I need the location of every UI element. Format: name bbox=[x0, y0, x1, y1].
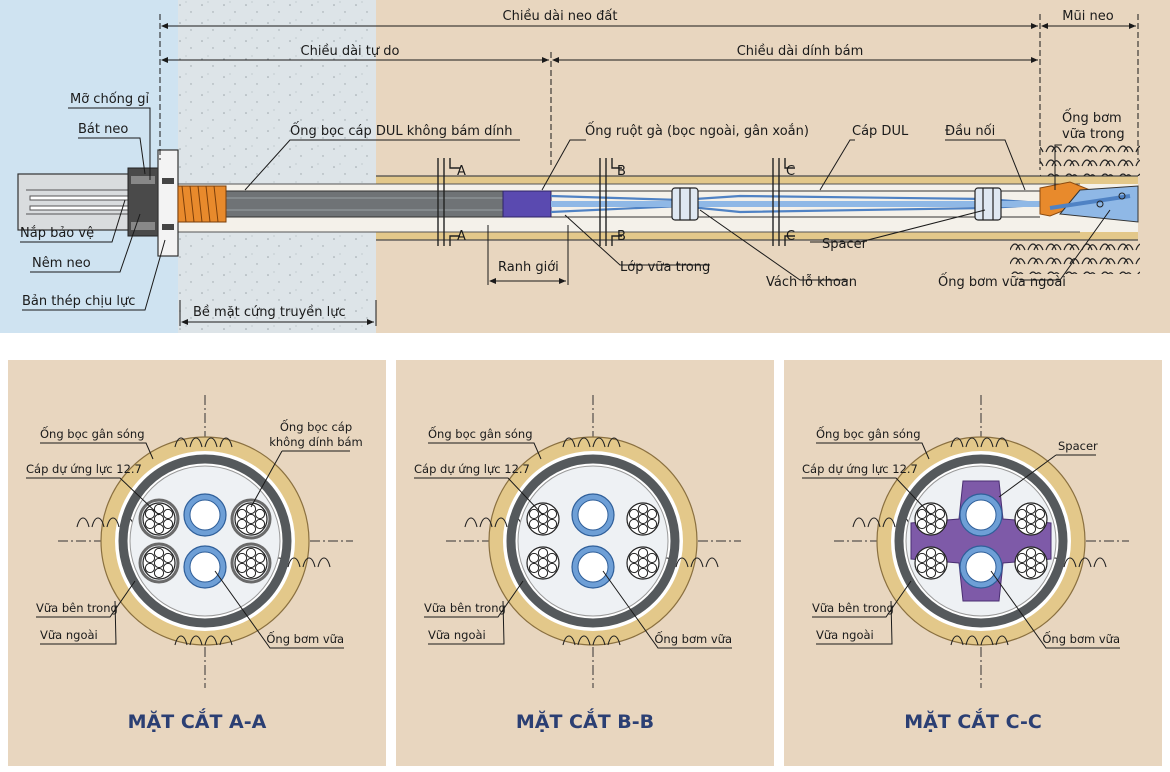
label-boundary: Ranh giới bbox=[498, 260, 559, 275]
label-grout-pipe: Ống bơm vữa bbox=[266, 630, 344, 646]
unbonded-sheath-bar bbox=[177, 190, 504, 218]
strand-sheath bbox=[138, 542, 180, 584]
label-sheath-1: Ống bọc cáp bbox=[280, 418, 352, 434]
section-title: MẶT CẮT C-C bbox=[904, 707, 1042, 733]
tip-label: Mũi neo bbox=[1062, 9, 1113, 24]
section-mark: B bbox=[617, 229, 626, 244]
anchor-head bbox=[17, 149, 227, 257]
bearing-plate bbox=[157, 149, 179, 257]
label-rust-grease: Mỡ chống gỉ bbox=[70, 92, 150, 107]
label-rigid-surface: Bề mặt cứng truyền lực bbox=[193, 305, 346, 320]
label-inner-grout: Vữa bên trong bbox=[36, 601, 118, 615]
label-anchor-plate: Bát neo bbox=[78, 122, 128, 137]
label-spacer: Spacer bbox=[822, 237, 868, 252]
trumpet bbox=[177, 185, 227, 223]
inner-grout bbox=[129, 465, 281, 617]
strand-sheath bbox=[230, 542, 272, 584]
label-dul-cable: Cáp DUL bbox=[852, 124, 909, 139]
bond-length-label: Chiều dài dính bám bbox=[737, 44, 864, 59]
label-outer-grout-pipe: Ống bơm vữa ngoài bbox=[938, 273, 1066, 290]
anchor-length-label: Chiều dài neo đất bbox=[503, 9, 618, 24]
section-title: MẶT CẮT A-A bbox=[128, 707, 267, 733]
air-side-background bbox=[0, 0, 178, 333]
leaders bbox=[20, 107, 1111, 311]
section-cut-lines bbox=[437, 158, 795, 246]
section-mark: B bbox=[617, 164, 626, 179]
label-grout-pipe: Ống bơm vữa bbox=[654, 630, 732, 646]
corrugated-duct-ring bbox=[894, 454, 1068, 628]
label-inner-grout: Vữa bên trong bbox=[812, 601, 894, 615]
section-title: MẶT CẮT B-B bbox=[516, 707, 654, 733]
label-corrugated-duct: Ống bọc gân sóng bbox=[40, 425, 145, 441]
section-mark: A bbox=[457, 164, 466, 179]
spacer-cross bbox=[910, 480, 1052, 602]
label-corrugated-duct: Ống bọc gân sóng bbox=[816, 425, 921, 441]
label-spacer: Spacer bbox=[1058, 439, 1098, 453]
label-grout-pipe: Ống bơm vữa bbox=[1042, 630, 1120, 646]
label-outer-grout: Vữa ngoài bbox=[40, 628, 98, 642]
longitudinal-view: A A B B C C Chiều dài neo đất Mũi neo Ch… bbox=[0, 0, 1170, 333]
strand-sheath bbox=[230, 498, 272, 540]
corrugated-duct-ring bbox=[506, 454, 680, 628]
label-sheath-2: không dính bám bbox=[269, 435, 363, 449]
label-unbonded-sheath: Ống bọc cáp DUL không bám dính bbox=[290, 122, 512, 139]
free-length-label: Chiều dài tự do bbox=[301, 44, 400, 59]
label-corrugated-duct: Ống ruột gà (bọc ngoài, gân xoắn) bbox=[585, 122, 809, 139]
label-wedge: Nêm neo bbox=[32, 256, 91, 271]
label-protective-cap: Nắp bảo vệ bbox=[20, 226, 94, 241]
section-mark: C bbox=[786, 229, 795, 244]
label-strand: Cáp dự ứng lực 12.7 bbox=[414, 462, 530, 476]
label-strand: Cáp dự ứng lực 12.7 bbox=[802, 462, 918, 476]
label-corrugated-duct: Ống bọc gân sóng bbox=[428, 425, 533, 441]
section-mark: A bbox=[457, 229, 466, 244]
label-inner-grout-pipe-1: Ống bơm bbox=[1062, 109, 1122, 126]
spacer-right bbox=[974, 187, 1002, 221]
label-outer-grout: Vữa ngoài bbox=[428, 628, 486, 642]
label-inner-grout: Vữa bên trong bbox=[424, 601, 506, 615]
dimension-lines bbox=[159, 14, 1139, 326]
inner-grout bbox=[517, 465, 669, 617]
bonded-cables bbox=[550, 194, 1041, 214]
strand-sheath bbox=[138, 498, 180, 540]
spacer-left bbox=[671, 187, 699, 221]
label-outer-grout: Vữa ngoài bbox=[816, 628, 874, 642]
section-mark: C bbox=[786, 164, 795, 179]
label-borehole-wall: Vách lỗ khoan bbox=[766, 275, 857, 290]
label-bearing-plate: Bản thép chịu lực bbox=[22, 294, 135, 309]
boundary-block bbox=[502, 190, 552, 218]
label-connector: Đầu nối bbox=[945, 124, 995, 139]
corrugated-duct-ring bbox=[118, 454, 292, 628]
label-inner-grout-layer: Lớp vữa trong bbox=[620, 260, 710, 275]
label-strand: Cáp dự ứng lực 12.7 bbox=[26, 462, 142, 476]
label-inner-grout-pipe-2: vữa trong bbox=[1062, 127, 1125, 142]
protective-cap bbox=[17, 173, 131, 231]
